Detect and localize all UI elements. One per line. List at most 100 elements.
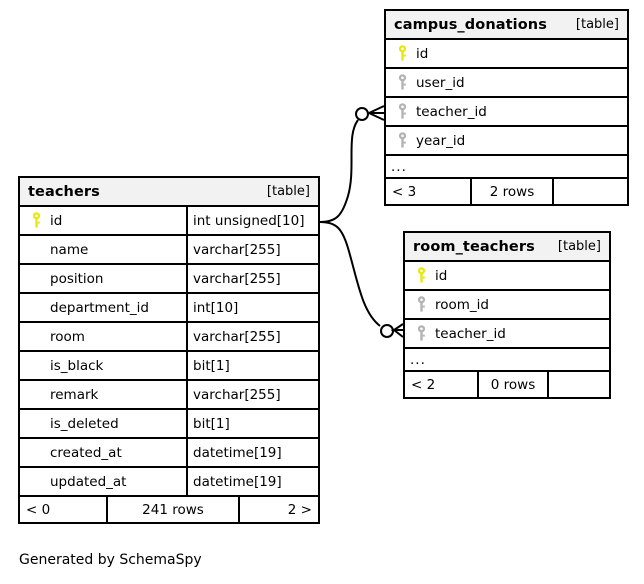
column-name: room_id	[435, 296, 489, 313]
table-row[interactable]: is_black bit[1]	[20, 352, 318, 381]
column-name-cell: is_deleted	[20, 410, 186, 437]
table-room-teachers[interactable]: room_teachers [table] id room_id	[403, 231, 611, 399]
column-type: bit[1]	[186, 352, 318, 379]
column-type: varchar[255]	[186, 381, 318, 408]
column-name: remark	[50, 386, 99, 403]
column-name: is_deleted	[50, 415, 119, 432]
footer-next-link[interactable]: 2 >	[238, 497, 318, 522]
column-type: bit[1]	[186, 410, 318, 437]
column-name-cell: teacher_id	[386, 98, 627, 125]
table-row[interactable]: year_id	[386, 127, 627, 156]
footer-next-link[interactable]	[547, 372, 609, 397]
primary-key-icon	[392, 45, 412, 62]
table-row[interactable]: position varchar[255]	[20, 265, 318, 294]
table-header-teachers: teachers [table]	[20, 178, 318, 207]
table-row[interactable]: name varchar[255]	[20, 236, 318, 265]
column-name-cell: room_id	[405, 291, 609, 318]
foreign-key-icon	[411, 296, 431, 313]
table-row[interactable]: room_id	[405, 291, 609, 320]
column-type: varchar[255]	[186, 236, 318, 263]
column-name: updated_at	[50, 473, 127, 490]
table-row[interactable]: teacher_id	[405, 320, 609, 349]
footer-prev-link[interactable]: < 0	[26, 501, 51, 518]
relationship-teachers-room_teachers	[319, 221, 404, 338]
table-footer-room-teachers: < 2 0 rows	[405, 372, 609, 397]
column-name-cell: teacher_id	[405, 320, 609, 347]
table-title: campus_donations	[394, 16, 547, 33]
table-teachers[interactable]: teachers [table] id int unsigned[10] nam…	[18, 176, 320, 524]
table-row[interactable]: remark varchar[255]	[20, 381, 318, 410]
table-row[interactable]: room varchar[255]	[20, 323, 318, 352]
table-header-room-teachers: room_teachers [table]	[405, 233, 609, 262]
column-type: int[10]	[186, 294, 318, 321]
table-row[interactable]: created_at datetime[19]	[20, 439, 318, 468]
table-row[interactable]: id	[405, 262, 609, 291]
column-name: name	[50, 241, 89, 258]
column-name-cell: user_id	[386, 69, 627, 96]
column-name: id	[50, 212, 63, 229]
column-name-cell: name	[20, 236, 186, 263]
table-header-campus-donations: campus_donations [table]	[386, 11, 627, 40]
table-type-tag: [table]	[557, 239, 601, 254]
column-name: room	[50, 328, 85, 345]
table-type-tag: [table]	[266, 184, 310, 199]
column-name: id	[416, 45, 429, 62]
column-name: department_id	[50, 299, 149, 316]
column-type: datetime[19]	[186, 468, 318, 495]
footer-row-count: 2 rows	[470, 179, 552, 204]
column-name-cell: created_at	[20, 439, 186, 466]
cardinality-zero-marker	[355, 107, 369, 121]
footer-prev-link[interactable]: < 2	[411, 376, 436, 393]
column-name: teacher_id	[435, 325, 506, 342]
column-name-cell: year_id	[386, 127, 627, 154]
column-type: int unsigned[10]	[186, 207, 318, 234]
table-footer-teachers: < 0 241 rows 2 >	[20, 497, 318, 522]
table-row[interactable]: updated_at datetime[19]	[20, 468, 318, 497]
table-campus-donations[interactable]: campus_donations [table] id user_id	[384, 9, 629, 206]
table-row[interactable]: id int unsigned[10]	[20, 207, 318, 236]
table-title: room_teachers	[413, 238, 535, 255]
primary-key-icon	[411, 267, 431, 284]
footer-row-count: 0 rows	[477, 372, 547, 397]
column-type: datetime[19]	[186, 439, 318, 466]
table-row[interactable]: id	[386, 40, 627, 69]
table-row[interactable]: user_id	[386, 69, 627, 98]
column-name-cell: id	[405, 262, 609, 289]
footer-row-count: 241 rows	[106, 497, 238, 522]
column-name-cell: id	[20, 207, 186, 234]
table-row[interactable]: is_deleted bit[1]	[20, 410, 318, 439]
table-title: teachers	[28, 183, 100, 200]
foreign-key-icon	[411, 325, 431, 342]
foreign-key-icon	[392, 103, 412, 120]
column-name-cell: room	[20, 323, 186, 350]
relationship-teachers-campus_donations	[319, 105, 385, 223]
column-name: is_black	[50, 357, 104, 374]
column-name-cell: position	[20, 265, 186, 292]
column-name: year_id	[416, 132, 466, 149]
foreign-key-icon	[392, 132, 412, 149]
table-footer-campus-donations: < 3 2 rows	[386, 179, 627, 204]
column-name: created_at	[50, 444, 122, 461]
foreign-key-icon	[392, 74, 412, 91]
column-name: teacher_id	[416, 103, 487, 120]
more-columns-indicator: ...	[386, 156, 627, 179]
column-name-cell: department_id	[20, 294, 186, 321]
column-name-cell: is_black	[20, 352, 186, 379]
footer-next-link[interactable]	[552, 179, 627, 204]
table-row[interactable]: teacher_id	[386, 98, 627, 127]
more-columns-indicator: ...	[405, 349, 609, 372]
cardinality-zero-marker	[380, 324, 394, 338]
table-type-tag: [table]	[575, 17, 619, 32]
column-name-cell: remark	[20, 381, 186, 408]
table-row[interactable]: department_id int[10]	[20, 294, 318, 323]
generated-by-caption: Generated by SchemaSpy	[19, 552, 202, 568]
column-name: position	[50, 270, 104, 287]
crowsfoot-marker	[368, 105, 385, 121]
column-name-cell: updated_at	[20, 468, 186, 495]
footer-prev-link[interactable]: < 3	[392, 183, 417, 200]
crowsfoot-marker	[390, 323, 404, 338]
column-name: user_id	[416, 74, 465, 91]
column-type: varchar[255]	[186, 265, 318, 292]
primary-key-icon	[26, 212, 46, 229]
